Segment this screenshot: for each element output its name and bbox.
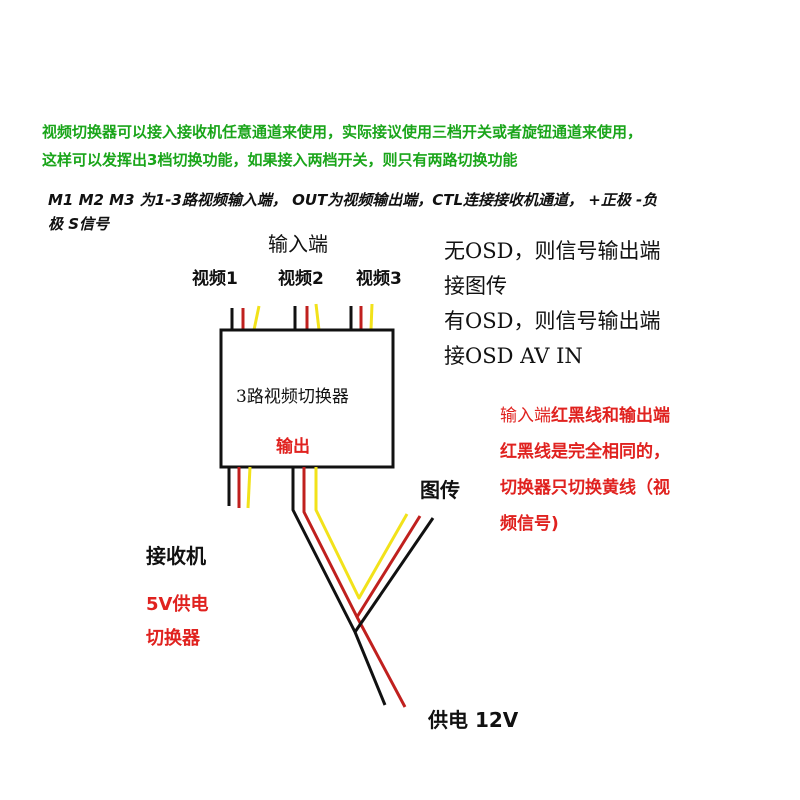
vtx-label: 图传 (420, 478, 460, 502)
power-12v-label: 供电 12V (428, 708, 519, 732)
osd-note-1: 无OSD，则信号输出端 (444, 239, 661, 263)
input1-yellow-wire (252, 305, 261, 331)
intro-line-1: 视频切换器可以接入接收机任意通道来使用，实际接议使用三档开关或者旋钮通道来使用， (42, 123, 643, 141)
osd-note-3: 有OSD，则信号输出端 (444, 309, 661, 333)
vtx-red-wire (355, 515, 422, 618)
switcher-box (219, 328, 395, 469)
output-black-wire (291, 467, 387, 706)
osd-note-4: 接OSD AV IN (444, 344, 583, 368)
note-line-1-bold: 红黑线和输出端 (551, 406, 670, 426)
video-input-2-label: 视频2 (278, 269, 324, 289)
intro-line-2: 这样可以发挥出3档切换功能，如果接入两档开关，则只有两路切换功能 (42, 151, 518, 169)
input-title: 输入端 (268, 232, 328, 256)
note-line-3: 切换器只切换黄线（视 (500, 478, 670, 498)
switcher-label: 3路视频切换器 (236, 387, 349, 407)
input3-yellow-wire (369, 303, 374, 331)
receiver-yellow-wire (246, 466, 252, 509)
output-yellow-wire (314, 467, 409, 600)
video-input-3-label: 视频3 (356, 269, 402, 289)
pin-legend: M1 M2 M3 为1-3路视频输入端， OUT为视频输出端，CTL连接接收机通… (48, 188, 657, 236)
receiver-label: 接收机 (146, 544, 206, 568)
osd-notes: 无OSD，则信号输出端 接图传 有OSD，则信号输出端 接OSD AV IN (444, 234, 660, 374)
power-5v-note: 5V供电 切换器 (146, 588, 208, 656)
legend-line-2: 极 S信号 (48, 215, 110, 233)
video-input-1-label: 视频1 (192, 269, 238, 289)
note-line-1: 输入端红黑线和输出端 (500, 398, 670, 434)
vtx-black-wire (353, 517, 435, 633)
note-line-1-plain: 输入端 (500, 406, 551, 426)
output-red-wire (302, 467, 407, 708)
wiring-note: 输入端红黑线和输出端 红黑线是完全相同的， 切换器只切换黄线（视 频信号) (500, 398, 670, 542)
output-label: 输出 (276, 437, 310, 457)
note-line-4: 频信号) (500, 514, 559, 534)
input2-yellow-wire (314, 303, 321, 331)
osd-note-2: 接图传 (444, 274, 507, 298)
power-5v-label: 5V供电 (146, 594, 209, 615)
note-line-2: 红黑线是完全相同的， (500, 442, 670, 462)
intro-text: 视频切换器可以接入接收机任意通道来使用，实际接议使用三档开关或者旋钮通道来使用，… (42, 118, 642, 174)
input-wires (230, 303, 374, 331)
receiver-wires (227, 466, 252, 509)
legend-line-1: M1 M2 M3 为1-3路视频输入端， OUT为视频输出端，CTL连接接收机通… (48, 191, 658, 209)
output-wires (291, 467, 435, 708)
power-5v-target-label: 切换器 (146, 628, 200, 649)
